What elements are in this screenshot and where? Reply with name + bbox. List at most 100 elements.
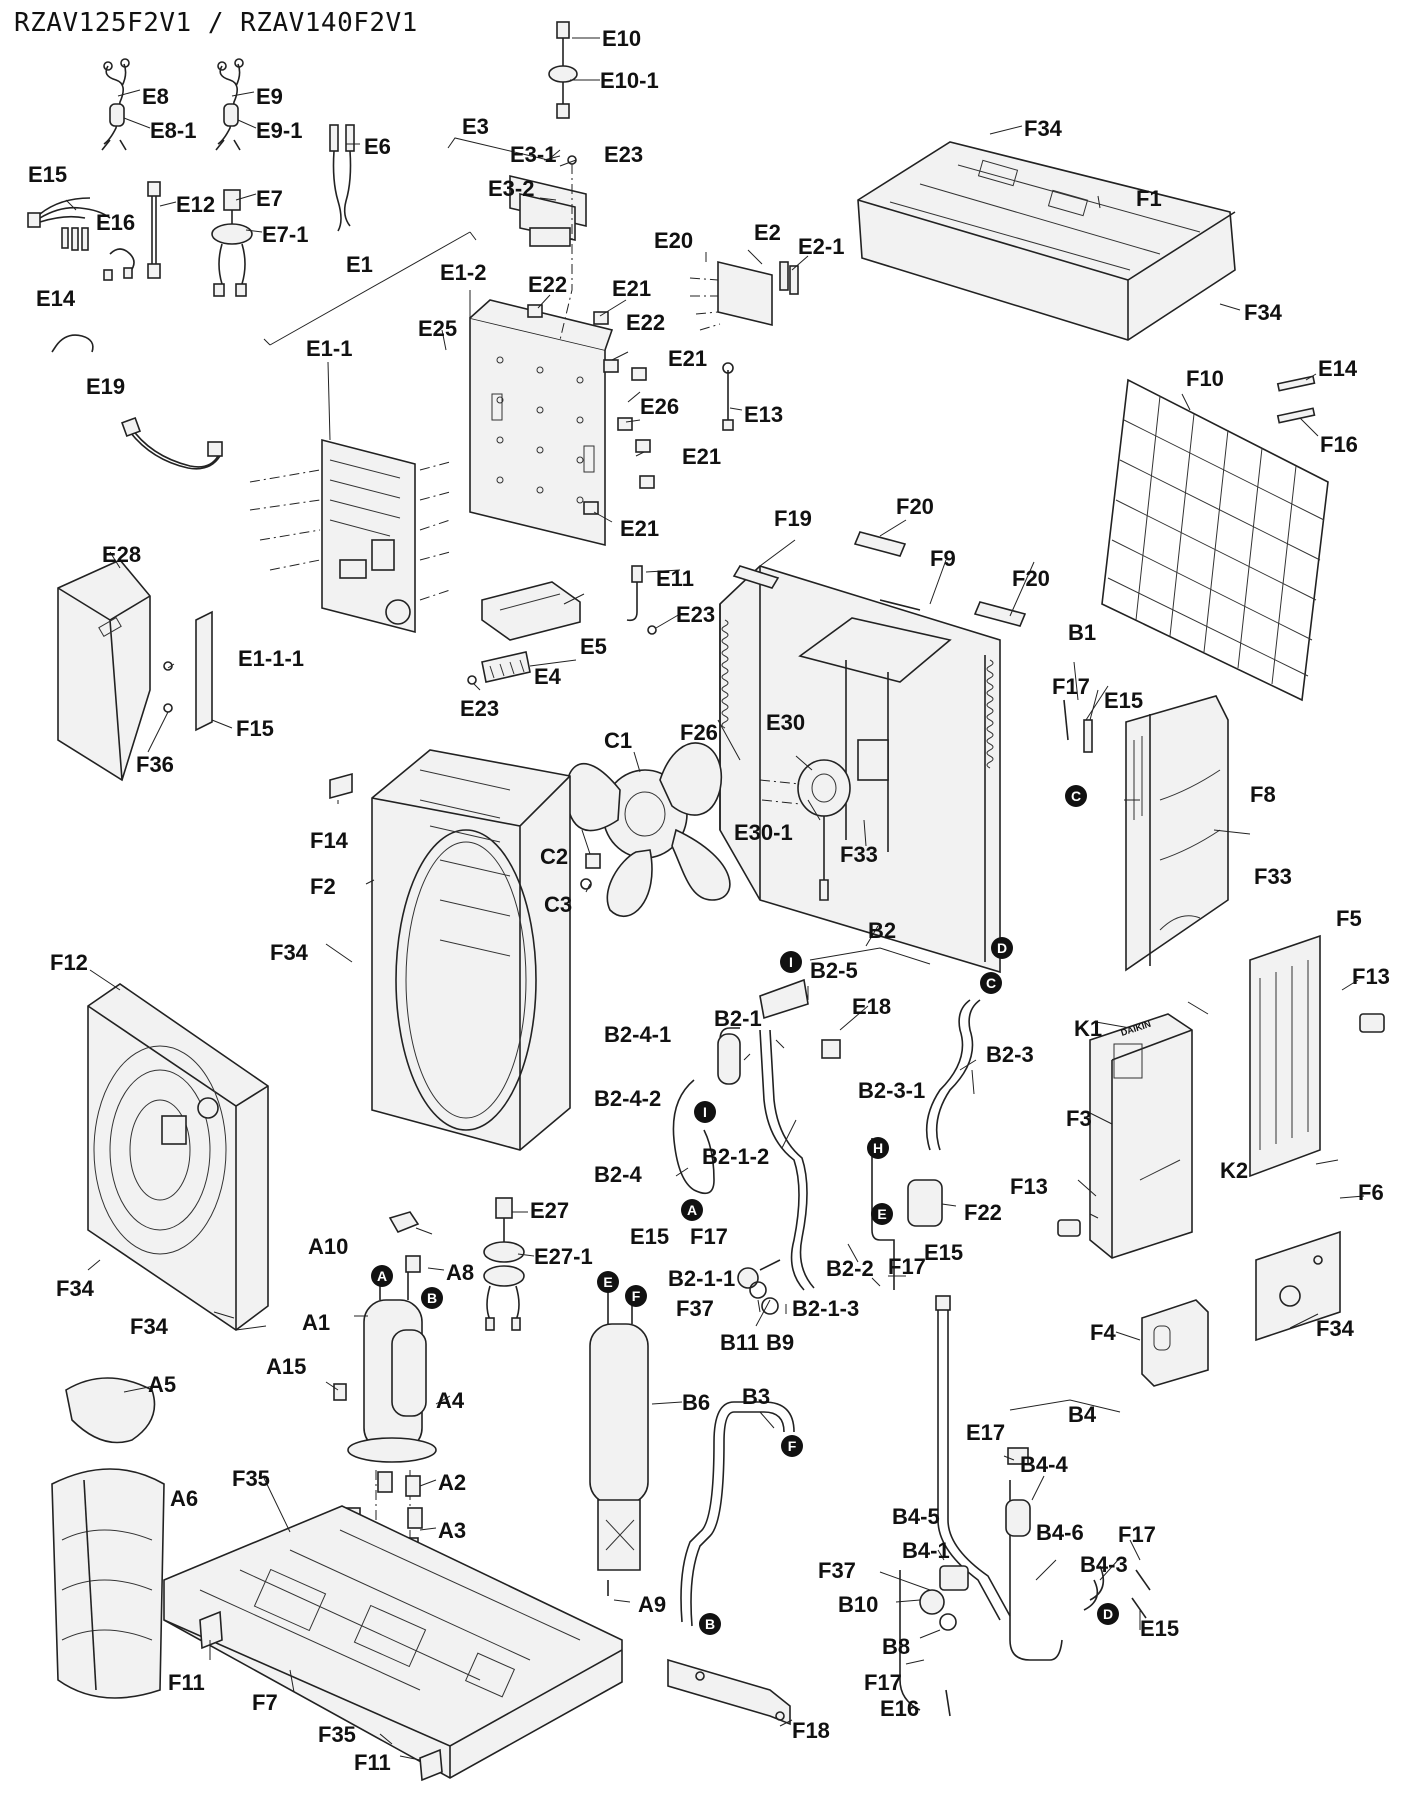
label-b4-1: B4-1 (902, 1538, 950, 1563)
side-panel-f8 (1125, 695, 1229, 972)
label-f34-top: F34 (1024, 116, 1063, 141)
fan-motor-e30 (759, 759, 851, 901)
svg-text:E: E (877, 1206, 886, 1222)
label-f6: F6 (1358, 1180, 1384, 1205)
label-b1: B1 (1068, 620, 1096, 645)
bracket-f15 (163, 610, 213, 732)
sensor-e14-right (1276, 375, 1316, 424)
label-e21-c: E21 (682, 444, 721, 469)
label-e25: E25 (418, 316, 457, 341)
cable-e13 (722, 362, 734, 431)
svg-text:A: A (687, 1202, 697, 1218)
sensor-e11 (626, 565, 657, 635)
label-e21-a: E21 (612, 276, 651, 301)
label-e16-top: E16 (96, 210, 135, 235)
svg-text:F: F (788, 1438, 797, 1454)
label-a2: A2 (438, 1470, 466, 1495)
leader-lines (65, 37, 1365, 1761)
label-f33-panel: F33 (1254, 864, 1292, 889)
label-f34-frame: F34 (270, 940, 309, 965)
rear-guard-f10 (1101, 378, 1329, 702)
connector-a-comp: A (371, 1265, 393, 1287)
label-e12: E12 (176, 192, 215, 217)
svg-text:I: I (789, 954, 793, 970)
terminal-e3 (447, 137, 587, 341)
label-e15-top: E15 (28, 162, 67, 187)
label-b4-4: B4-4 (1020, 1452, 1068, 1477)
label-f4: F4 (1090, 1320, 1116, 1345)
connector-d-b4: D (1097, 1603, 1119, 1625)
label-e9: E9 (256, 84, 283, 109)
svg-text:H: H (873, 1140, 883, 1156)
label-e23-mid: E23 (676, 602, 715, 627)
connector-e-pipe: E (871, 1203, 893, 1225)
label-e6: E6 (364, 134, 391, 159)
label-e27: E27 (530, 1198, 569, 1223)
accumulator-b6 (589, 1290, 649, 1596)
label-b2-4-2: B2-4-2 (594, 1086, 661, 1111)
motor-support-f9 (798, 599, 952, 852)
label-a10: A10 (308, 1234, 348, 1259)
label-f19: F19 (774, 506, 812, 531)
label-f36: F36 (136, 752, 174, 777)
label-e26: E26 (640, 394, 679, 419)
label-a8: A8 (446, 1260, 474, 1285)
svg-text:B: B (705, 1616, 715, 1632)
label-e5: E5 (580, 634, 607, 659)
label-e27-1: E27-1 (534, 1244, 593, 1269)
jacket-a6 (51, 1468, 165, 1699)
label-e21-b: E21 (668, 346, 707, 371)
bracket-f14 (329, 772, 353, 800)
label-f16: F16 (1320, 432, 1358, 457)
label-f34-f6: F34 (1316, 1316, 1355, 1341)
cover-e28 (57, 559, 151, 782)
label-b2-5: B2-5 (810, 958, 858, 983)
label-f1: F1 (1136, 186, 1162, 211)
e1-bracket-line (263, 231, 477, 346)
label-b4: B4 (1068, 1402, 1097, 1427)
label-f11-bottom: F11 (354, 1750, 391, 1775)
label-a3: A3 (438, 1518, 466, 1543)
label-e1: E1 (346, 252, 373, 277)
label-e9-1: E9-1 (256, 118, 302, 143)
harness-e16-top (103, 248, 135, 281)
harness-e19 (121, 417, 223, 470)
label-f34-grille: F34 (56, 1276, 95, 1301)
label-f35-top: F35 (232, 1466, 270, 1491)
label-e3: E3 (462, 114, 489, 139)
label-e1-1-1: E1-1-1 (238, 646, 304, 671)
label-e15-b2: E15 (924, 1240, 963, 1265)
label-f18: F18 (792, 1718, 830, 1743)
bracket-f6 (1255, 1230, 1341, 1342)
label-f37-b4: F37 (818, 1558, 856, 1583)
label-b4-5: B4-5 (892, 1504, 940, 1529)
label-e28: E28 (102, 542, 141, 567)
label-f3: F3 (1066, 1106, 1092, 1131)
label-e2: E2 (754, 220, 781, 245)
part-labels: E10 E10-1 E8 E8-1 E9 E9-1 E6 E3 E3-1 E23… (28, 26, 1390, 1775)
connector-h: H (867, 1137, 889, 1159)
svg-text:C: C (986, 975, 996, 991)
label-e14-left: E14 (36, 286, 76, 311)
label-f14: F14 (310, 828, 349, 853)
label-e7-1: E7-1 (262, 222, 308, 247)
label-b4-6: B4-6 (1036, 1520, 1084, 1545)
label-b2-1-2: B2-1-2 (702, 1144, 769, 1169)
harness-e8 (101, 58, 130, 151)
label-e3-1: E3-1 (510, 142, 556, 167)
label-k1: K1 (1074, 1016, 1102, 1041)
connector-b-comp: B (421, 1287, 443, 1309)
control-plate-e1-2 (469, 299, 614, 547)
label-a5: A5 (148, 1372, 176, 1397)
label-b2-4-1: B2-4-1 (604, 1022, 671, 1047)
label-f37-b2: F37 (676, 1296, 714, 1321)
label-e22-b: E22 (626, 310, 665, 335)
label-b2-4: B2-4 (594, 1162, 642, 1187)
label-c3: C3 (544, 892, 572, 917)
harness-e6 (329, 124, 355, 232)
svg-text:D: D (997, 940, 1007, 956)
label-b2-1-1: B2-1-1 (668, 1266, 735, 1291)
clips-e21-e22 (527, 304, 655, 515)
label-f35-bottom: F35 (318, 1722, 356, 1747)
